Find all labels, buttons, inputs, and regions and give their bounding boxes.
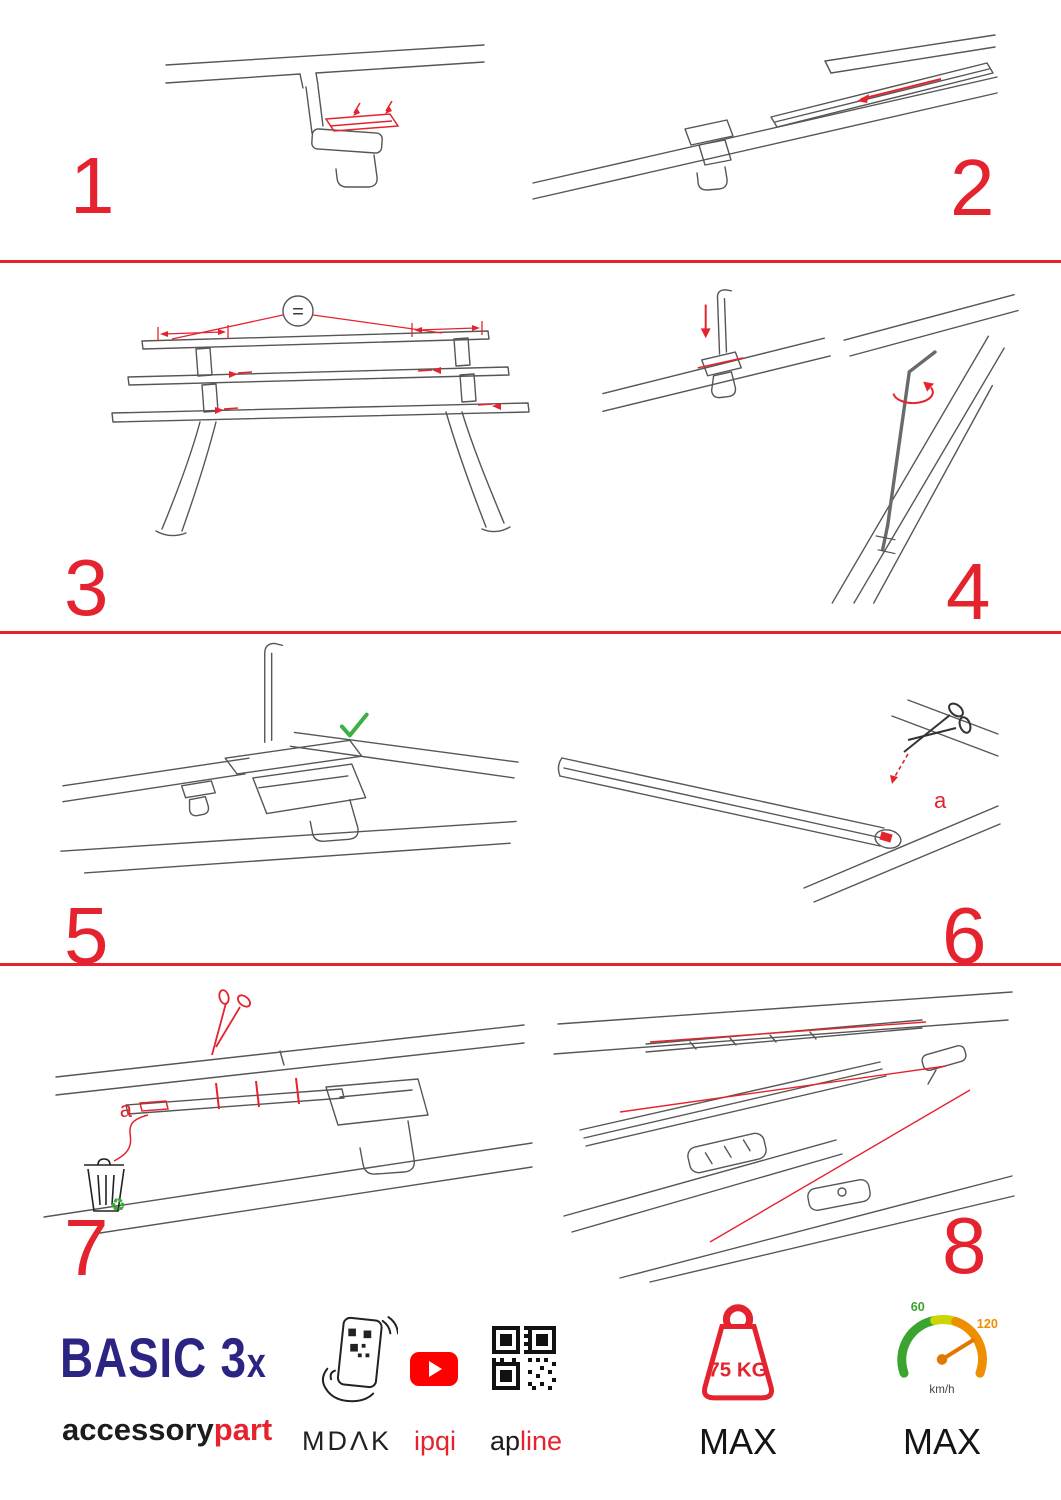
equal-symbol: = — [292, 301, 304, 323]
part-a-label: a — [934, 788, 947, 813]
step-7-number: 7 — [64, 1203, 109, 1292]
check-icon — [342, 715, 367, 736]
trash-bin-icon — [84, 1159, 124, 1211]
brand-part-black: accessory — [62, 1412, 214, 1447]
youtube-icon — [410, 1352, 458, 1386]
cut-tick-marks — [216, 1078, 299, 1109]
product-name: BASIC 3x — [60, 1330, 267, 1386]
step-2-number: 2 — [950, 143, 995, 232]
allen-key-icon — [883, 352, 935, 550]
cut-line-marker — [880, 754, 908, 842]
red-scissors-icon — [212, 989, 252, 1055]
step-6-illustration-cut-strip: a — [552, 682, 1002, 910]
step-7-illustration-cut-discard: a ♻ — [40, 985, 540, 1240]
section-divider-2 — [0, 631, 1061, 634]
section-divider-3 — [0, 963, 1061, 966]
step-4-number: 4 — [946, 547, 991, 636]
brand-part-red: part — [213, 1412, 273, 1447]
speed-max-label: MAX — [902, 1421, 981, 1462]
qr-label-black: ap — [490, 1426, 521, 1456]
speed-min-label: 60 — [911, 1300, 925, 1314]
product-name-suffix: x — [246, 1339, 267, 1386]
step-1-number: 1 — [70, 141, 115, 230]
push-down-arrow-icon — [698, 305, 743, 368]
step-3-illustration-crossbar-spacing: = — [50, 283, 550, 543]
rotate-arrow-icon — [893, 381, 935, 403]
qr-label-red: line — [520, 1426, 563, 1456]
slide-arrow-icon — [857, 79, 941, 103]
red-plate-marker — [326, 101, 398, 131]
step-1-illustration-clamp-insert — [160, 35, 490, 240]
video-channel-label: ipqi — [413, 1426, 457, 1456]
weight-max-label: MAX — [698, 1421, 777, 1462]
play-icon — [429, 1361, 442, 1377]
dimension-marks — [158, 315, 482, 341]
recycle-icon: ♻ — [110, 1195, 126, 1215]
max-weight-icon: 75 KG — [680, 1298, 796, 1412]
brand-logo: accessorypart — [62, 1414, 272, 1445]
step-5-illustration-clamp-check — [55, 638, 520, 908]
step-8-illustration-final-assembly — [550, 980, 1020, 1283]
speed-unit-label: km/h — [929, 1383, 954, 1396]
alignment-lines — [620, 1022, 970, 1242]
step-4-illustration-allen-key — [595, 275, 1020, 605]
dimension-arrowheads — [160, 325, 501, 414]
qr-code — [492, 1326, 556, 1390]
weight-value: 75 KG — [708, 1358, 767, 1381]
step-2-illustration-bar-slide — [525, 25, 1005, 230]
discard-curve — [114, 1101, 168, 1161]
product-name-main: BASIC 3 — [60, 1326, 247, 1389]
app-label: MDΛK — [301, 1426, 393, 1456]
max-speed-icon: 60 120 km/h — [884, 1300, 998, 1396]
scissors-icon — [904, 701, 972, 752]
scan-app-icon — [312, 1314, 398, 1412]
part-a-label: a — [120, 1097, 133, 1122]
section-divider-1 — [0, 260, 1061, 263]
qr-label: apline — [490, 1428, 562, 1455]
needle-hub — [936, 1354, 948, 1365]
step-5-number: 5 — [64, 891, 109, 980]
insert-arrow-icon — [353, 106, 392, 116]
step-6-number: 6 — [942, 891, 987, 980]
speed-max-value-label: 120 — [977, 1317, 998, 1331]
step-8-number: 8 — [942, 1201, 987, 1290]
step-3-number: 3 — [64, 543, 109, 632]
slide-adjust-arrows — [224, 370, 492, 409]
